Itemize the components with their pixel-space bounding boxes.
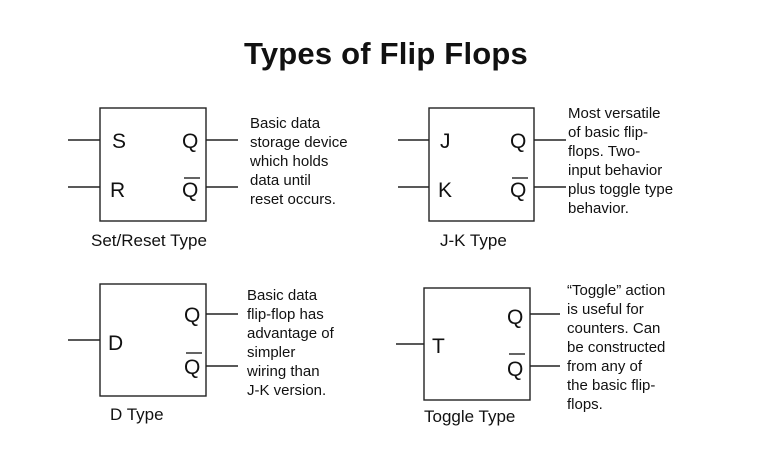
d-desc-line-6: J-K version. — [247, 382, 326, 399]
t-pin-q: Q — [507, 306, 523, 329]
t-desc-line-1: “Toggle” action — [567, 282, 665, 299]
jk-pin-j: J — [440, 130, 451, 153]
sr-flip-flop: S R Q Q Set/Reset Type Basic data storag… — [68, 107, 348, 250]
sr-pin-qbar: Q — [182, 179, 198, 202]
sr-desc-line-2: storage device — [250, 134, 348, 151]
t-desc-line-2: is useful for — [567, 301, 644, 318]
diagram-title: Types of Flip Flops — [244, 36, 528, 71]
sr-pin-q: Q — [182, 130, 198, 153]
d-desc-line-4: simpler — [247, 344, 295, 361]
t-caption: Toggle Type — [424, 407, 515, 426]
jk-pin-k: K — [438, 179, 452, 202]
d-caption: D Type — [110, 405, 164, 424]
sr-pin-s: S — [112, 130, 126, 153]
d-desc-line-1: Basic data — [247, 287, 318, 304]
sr-pin-r: R — [110, 179, 125, 202]
jk-desc-line-6: behavior. — [568, 200, 629, 217]
d-pin-q: Q — [184, 304, 200, 327]
t-desc-line-4: be constructed — [567, 339, 665, 356]
t-desc-line-5: from any of — [567, 358, 643, 375]
t-pin-t: T — [432, 335, 445, 358]
jk-pin-q: Q — [510, 130, 526, 153]
jk-flip-flop: J K Q Q J-K Type Most versatile of basic… — [398, 105, 673, 250]
sr-desc-line-5: reset occurs. — [250, 191, 336, 208]
t-flip-flop: T Q Q Toggle Type “Toggle” action is use… — [396, 282, 665, 426]
t-block — [423, 287, 531, 401]
sr-block — [99, 107, 207, 222]
d-pin-d: D — [108, 332, 123, 355]
sr-desc-line-4: data until — [250, 172, 311, 189]
t-desc-line-6: the basic flip- — [567, 377, 655, 394]
d-desc-line-3: advantage of — [247, 325, 335, 342]
sr-caption: Set/Reset Type — [91, 231, 207, 250]
jk-desc-line-1: Most versatile — [568, 105, 661, 122]
d-pin-qbar: Q — [184, 356, 200, 379]
d-desc-line-2: flip-flop has — [247, 306, 324, 323]
jk-desc-line-2: of basic flip- — [568, 124, 648, 141]
jk-desc-line-4: input behavior — [568, 162, 662, 179]
d-flip-flop: D Q Q D Type Basic data flip-flop has ad… — [68, 283, 335, 424]
t-desc-line-7: flops. — [567, 396, 603, 413]
jk-block — [428, 107, 535, 222]
jk-desc-line-3: flops. Two- — [568, 143, 640, 160]
jk-pin-qbar: Q — [510, 179, 526, 202]
jk-caption: J-K Type — [440, 231, 507, 250]
t-pin-qbar: Q — [507, 358, 523, 381]
sr-desc-line-3: which holds — [249, 153, 328, 170]
d-block — [99, 283, 207, 397]
jk-desc-line-5: plus toggle type — [568, 181, 673, 198]
t-desc-line-3: counters. Can — [567, 320, 660, 337]
sr-desc-line-1: Basic data — [250, 115, 321, 132]
d-desc-line-5: wiring than — [246, 363, 320, 380]
